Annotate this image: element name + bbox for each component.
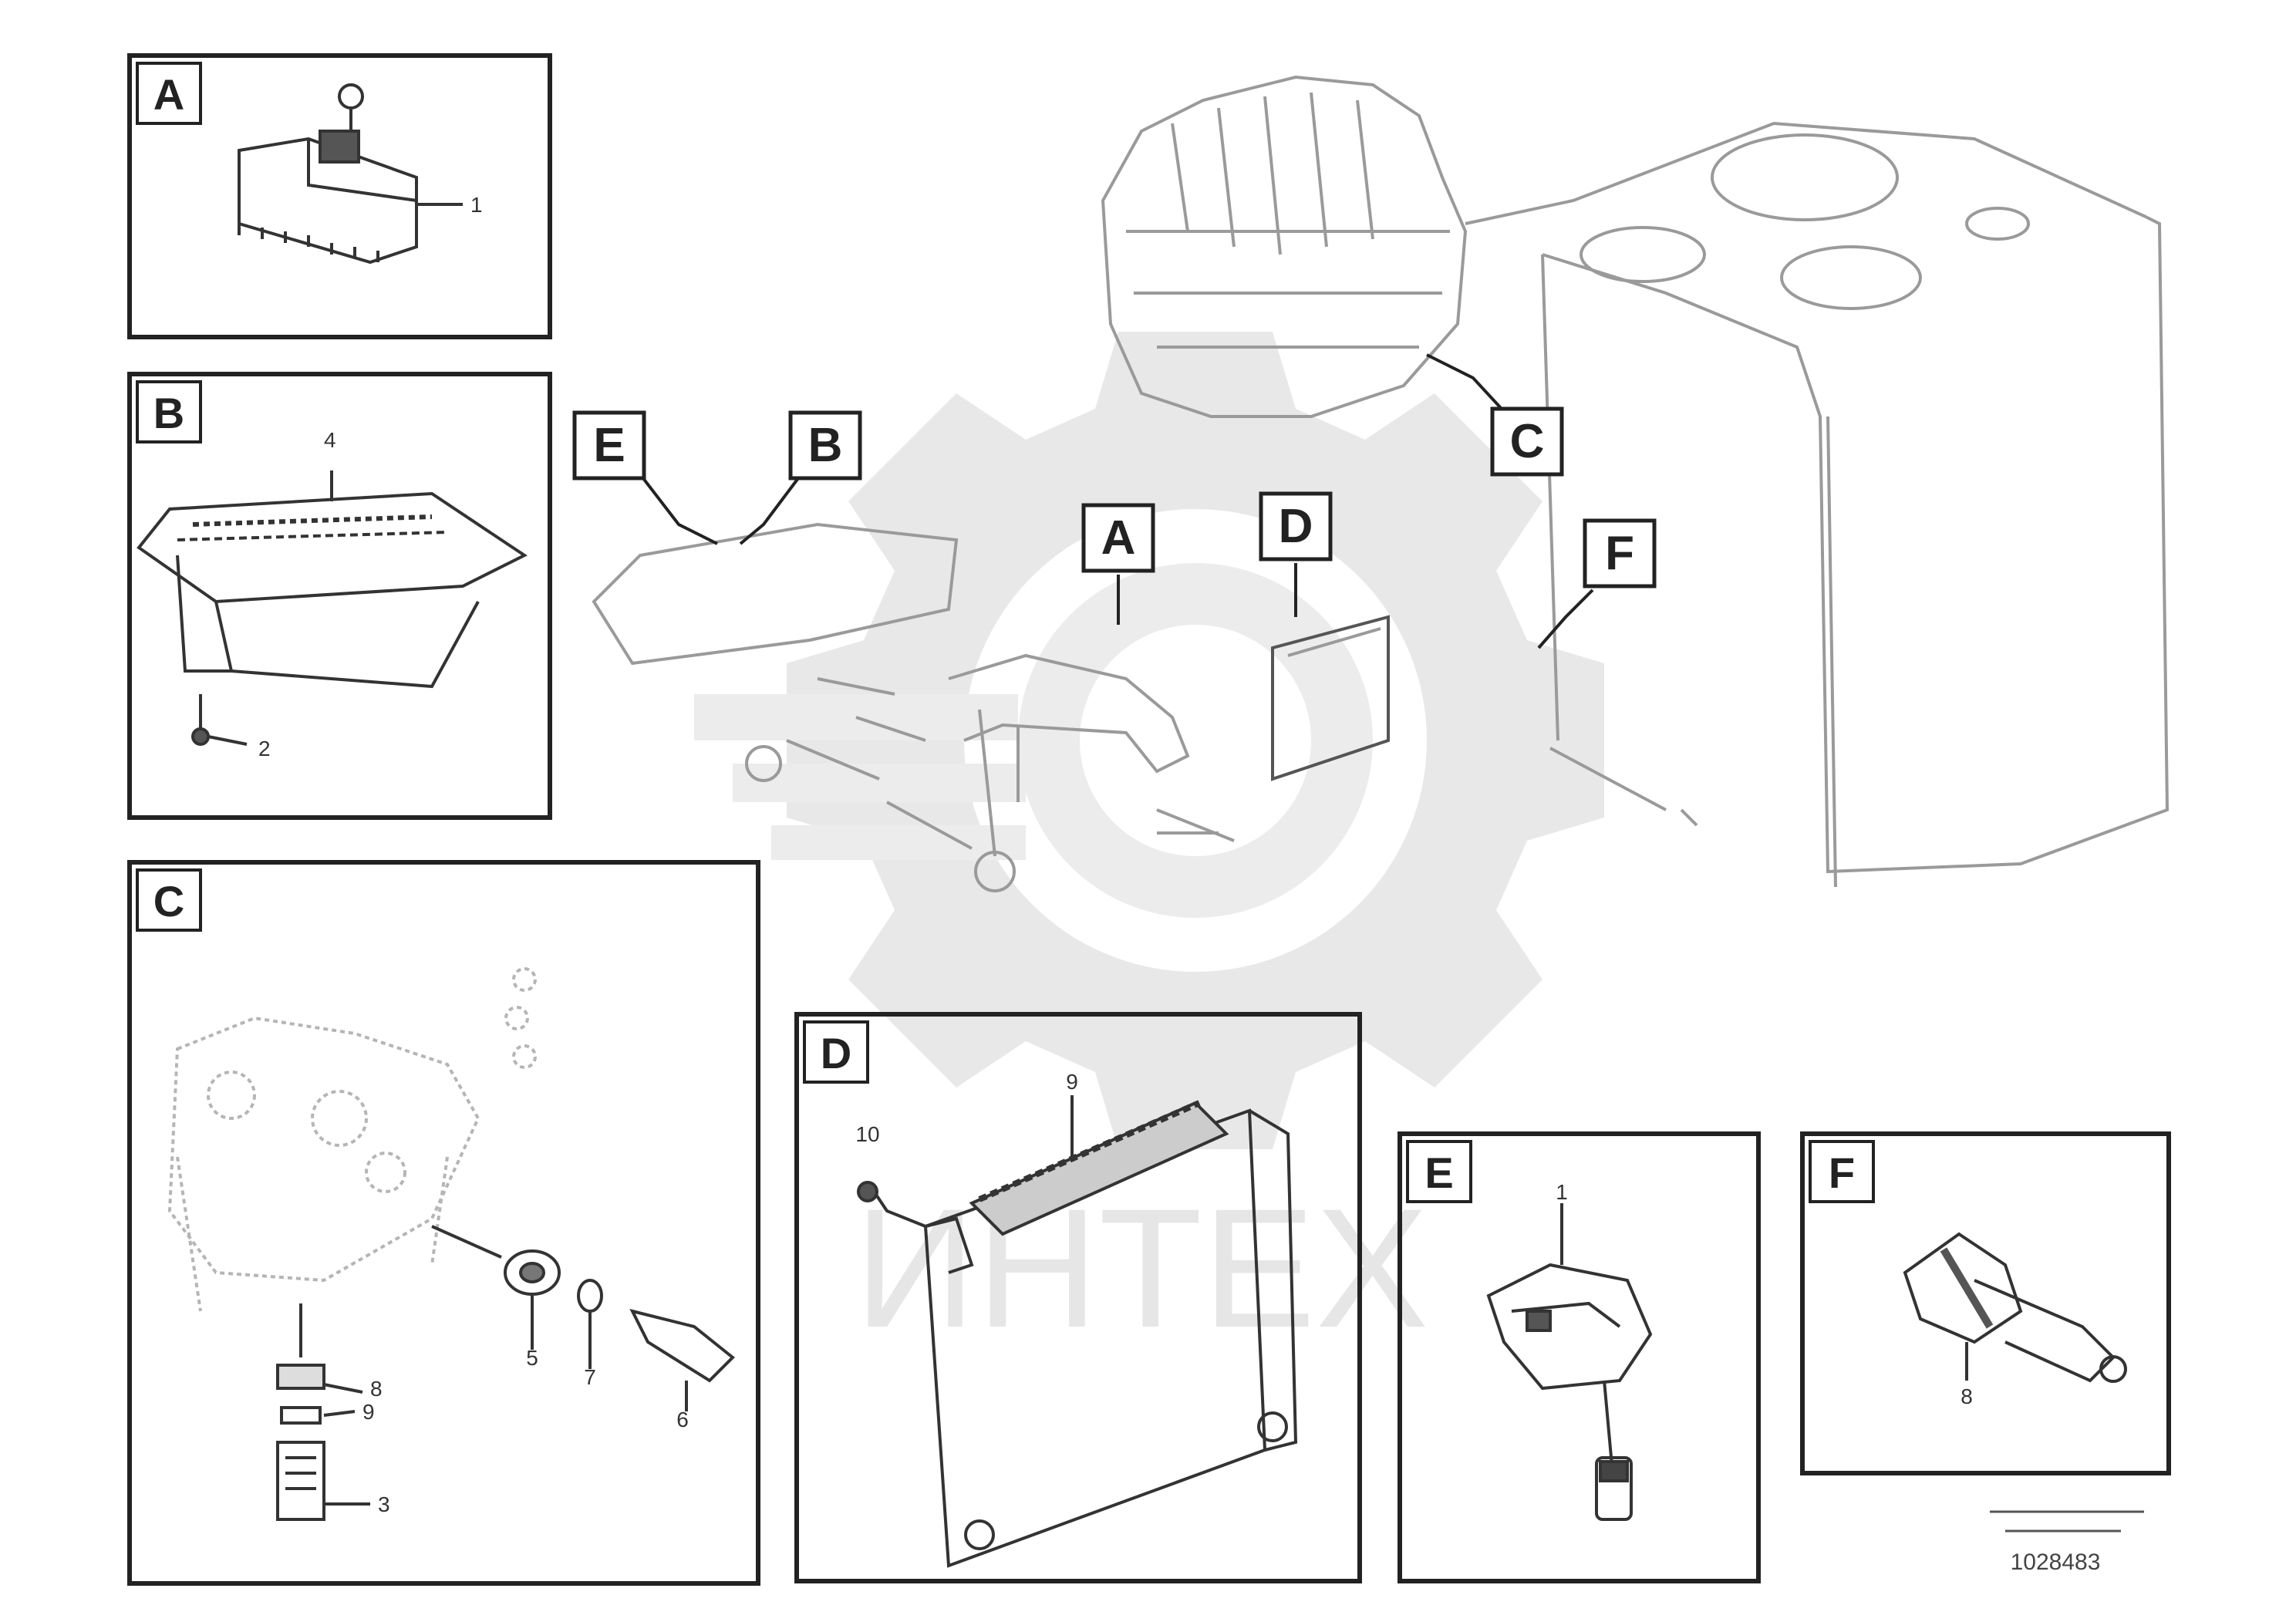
- callout-e: E: [572, 410, 646, 481]
- panel-c-tag: C: [153, 877, 184, 926]
- panel-c-part-8: 8: [370, 1377, 383, 1401]
- detail-panel-b: B 4 2: [127, 372, 552, 820]
- panel-f-part-8: 8: [1961, 1384, 1973, 1408]
- main-assembly-drawing: [592, 75, 2170, 892]
- callout-b: B: [788, 410, 862, 481]
- panel-c-part-3: 3: [378, 1492, 390, 1516]
- control-box-drawing: [137, 470, 528, 746]
- panel-e-tag: E: [1424, 1148, 1453, 1197]
- drawing-code: 1028483: [1990, 1510, 2144, 1575]
- panel-c-part-5: 5: [526, 1346, 538, 1370]
- panel-c-part-7: 7: [584, 1365, 596, 1389]
- sensor-parts-drawing: [276, 1225, 735, 1521]
- switch-drawing: [238, 83, 463, 265]
- callout-d-label: D: [1279, 500, 1313, 553]
- panel-d-tag: D: [821, 1029, 851, 1077]
- ecu-drawing: [857, 1095, 1298, 1568]
- panel-d-part-9: 9: [1066, 1070, 1078, 1094]
- callout-e-label: E: [593, 419, 625, 472]
- watermark-text: ИНТЕХ: [855, 1173, 1429, 1363]
- panel-d-part-10: 10: [855, 1122, 879, 1146]
- callout-a-label: A: [1101, 511, 1136, 565]
- panel-f-tag: F: [1829, 1148, 1855, 1197]
- callout-c-label: C: [1510, 415, 1545, 468]
- valve-block-drawing: [167, 967, 537, 1312]
- detail-panel-d: D 9 10: [794, 1012, 1362, 1583]
- panel-a-tag: A: [153, 70, 184, 119]
- callout-c: C: [1490, 406, 1564, 477]
- drawing-code-number: 1028483: [2011, 1549, 2101, 1575]
- detail-panel-f: F 8: [1800, 1131, 2171, 1475]
- detail-panel-c: C 5 7 6 8 9 3: [127, 860, 760, 1586]
- watermark-gear-logo: [694, 332, 1604, 1149]
- callout-f: F: [1583, 518, 1657, 588]
- panel-c-part-9: 9: [362, 1400, 375, 1424]
- panel-b-part-2: 2: [258, 737, 271, 760]
- panel-b-part-4: 4: [324, 428, 336, 452]
- temp-sensor-drawing: [1903, 1232, 2127, 1383]
- panel-c-part-6: 6: [676, 1408, 689, 1431]
- panel-e-part-1: 1: [1556, 1180, 1568, 1204]
- callout-f-label: F: [1605, 527, 1634, 580]
- callout-a: A: [1081, 503, 1155, 573]
- callout-b-label: B: [808, 419, 843, 472]
- detail-panel-e: E 1: [1397, 1131, 1761, 1583]
- panel-a-part-1: 1: [470, 193, 483, 217]
- detail-panel-a: A 1: [127, 53, 552, 339]
- panel-b-tag: B: [153, 389, 184, 437]
- callout-d: D: [1259, 491, 1333, 561]
- pressure-switch-drawing: [1486, 1203, 1653, 1521]
